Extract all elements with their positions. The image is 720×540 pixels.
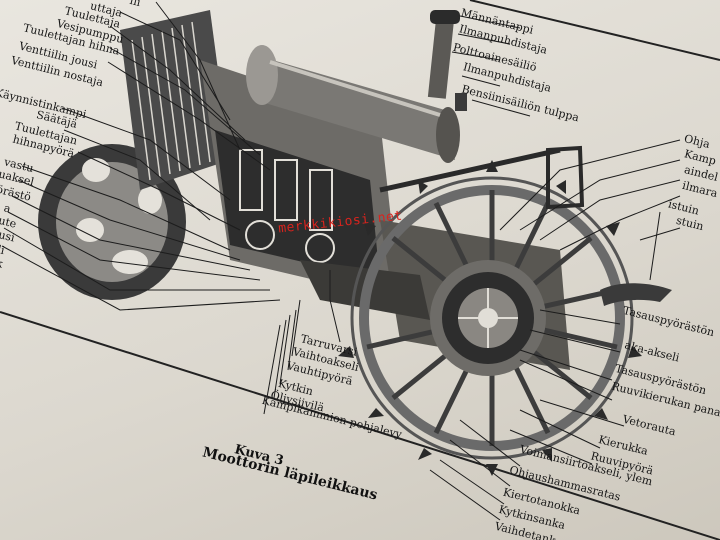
fuel-tank: [246, 45, 460, 163]
air-cleaner-pipe: [427, 10, 467, 111]
rear-wheel-right: [338, 160, 644, 476]
engine-detail-lines: [239, 149, 335, 263]
leader-lines-left: [1, 1, 281, 311]
page-border-line-top: [469, 0, 720, 61]
page-border-line: [0, 311, 720, 540]
rear-wheel-left: [38, 144, 186, 300]
radiator: [120, 10, 230, 190]
leader-lines-top-right: [451, 15, 681, 281]
label-venttiili: lii: [128, 0, 142, 10]
seat-and-steering: [379, 145, 672, 306]
leader-lines-bottom: [263, 270, 625, 521]
